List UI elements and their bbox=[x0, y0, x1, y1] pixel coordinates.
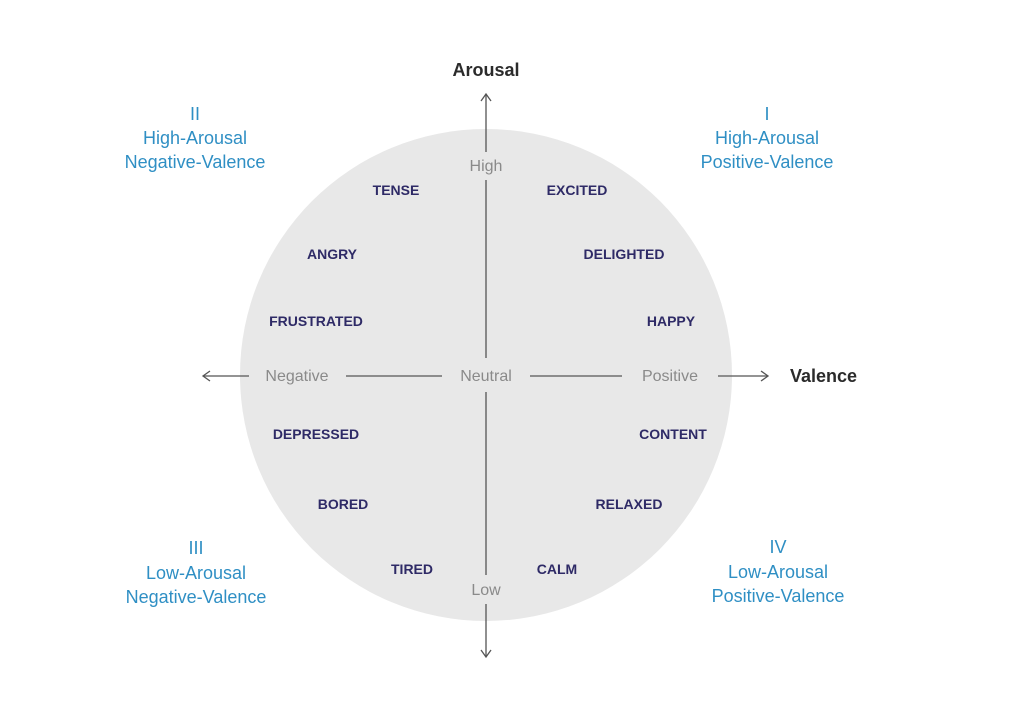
emotion-depressed: DEPRESSED bbox=[273, 426, 359, 442]
arrow-left-icon bbox=[201, 370, 211, 382]
quadrant-ii-line2: Negative-Valence bbox=[125, 152, 266, 172]
quadrant-iv-line2: Positive-Valence bbox=[712, 586, 845, 606]
quadrant-i-line1: High-Arousal bbox=[715, 128, 819, 148]
emotion-relaxed: RELAXED bbox=[596, 496, 663, 512]
quadrant-ii-line1: High-Arousal bbox=[143, 128, 247, 148]
quadrant-i-label: I High-Arousal Positive-Valence bbox=[701, 104, 834, 172]
quadrant-i-numeral: I bbox=[764, 104, 769, 124]
arrow-right-icon bbox=[760, 370, 770, 382]
negative-emotions: TENSE ANGRY FRUSTRATED DEPRESSED BORED T… bbox=[269, 182, 433, 577]
emotion-delighted: DELIGHTED bbox=[584, 246, 665, 262]
quadrant-ii-numeral: II bbox=[190, 104, 200, 124]
negative-label: Negative bbox=[265, 368, 328, 385]
arrow-down-icon bbox=[480, 649, 492, 659]
positive-emotions: EXCITED DELIGHTED HAPPY CONTENT RELAXED … bbox=[537, 182, 707, 577]
emotion-angry: ANGRY bbox=[307, 246, 358, 262]
positive-label: Positive bbox=[642, 368, 698, 385]
arrow-up-icon bbox=[480, 92, 492, 102]
neutral-label: Neutral bbox=[460, 368, 512, 385]
valence-axis-title: Valence bbox=[790, 366, 857, 386]
quadrant-iv-label: IV Low-Arousal Positive-Valence bbox=[712, 537, 845, 606]
quadrant-iii-label: III Low-Arousal Negative-Valence bbox=[126, 538, 267, 607]
quadrant-iv-line1: Low-Arousal bbox=[728, 562, 828, 582]
emotion-calm: CALM bbox=[537, 561, 577, 577]
emotion-tired: TIRED bbox=[391, 561, 433, 577]
emotion-content: CONTENT bbox=[639, 426, 707, 442]
low-label: Low bbox=[471, 582, 501, 599]
quadrant-i-line2: Positive-Valence bbox=[701, 152, 834, 172]
high-label: High bbox=[470, 158, 503, 175]
quadrant-ii-label: II High-Arousal Negative-Valence bbox=[125, 104, 266, 172]
emotion-happy: HAPPY bbox=[647, 313, 696, 329]
emotion-tense: TENSE bbox=[373, 182, 420, 198]
emotion-circle bbox=[240, 129, 732, 621]
quadrant-iii-numeral: III bbox=[188, 538, 203, 558]
quadrant-iv-numeral: IV bbox=[769, 537, 786, 557]
emotion-excited: EXCITED bbox=[547, 182, 608, 198]
emotion-frustrated: FRUSTRATED bbox=[269, 313, 363, 329]
emotion-bored: BORED bbox=[318, 496, 369, 512]
quadrant-iii-line1: Low-Arousal bbox=[146, 563, 246, 583]
quadrant-iii-line2: Negative-Valence bbox=[126, 587, 267, 607]
arousal-axis-title: Arousal bbox=[452, 60, 519, 80]
